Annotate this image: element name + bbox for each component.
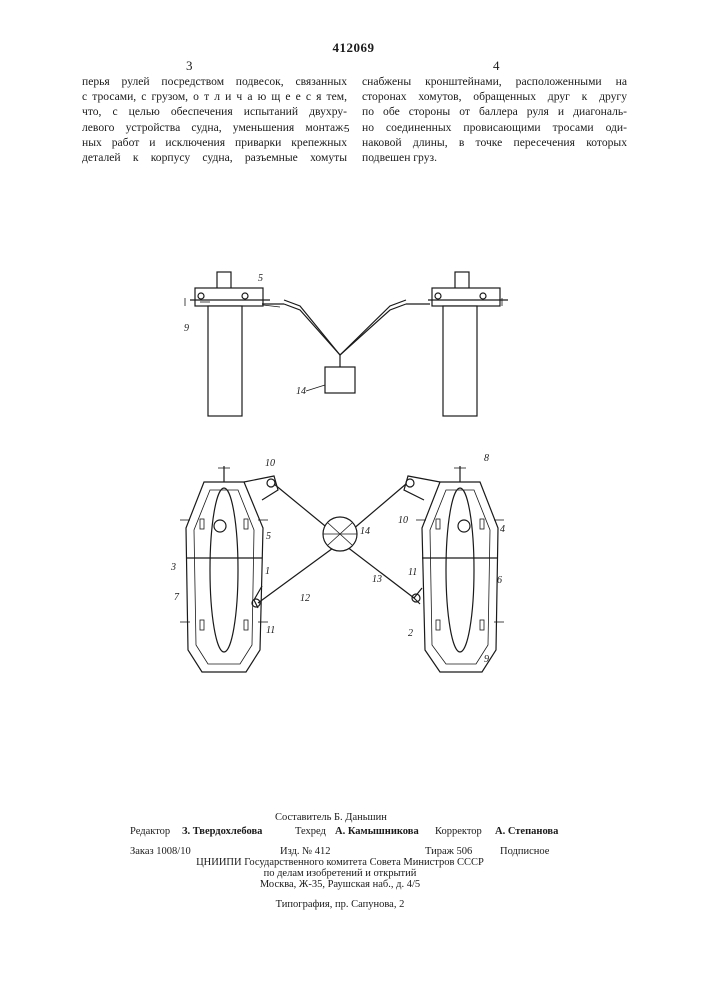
drawing-label: 3 bbox=[170, 562, 176, 573]
right-text-column: снабжены кронштейнами, расположенными на… bbox=[362, 74, 627, 165]
drawing-label: 9 bbox=[484, 654, 489, 665]
drawing-label: 9 bbox=[184, 323, 189, 334]
top-left-rudder bbox=[185, 272, 284, 416]
drawing-label: 8 bbox=[484, 453, 489, 464]
corrector-name: А. Степанова bbox=[495, 826, 558, 837]
drawing-label: 6 bbox=[497, 575, 502, 586]
drawing-label: 2 bbox=[408, 628, 413, 639]
printer-line: Типография, пр. Сапунова, 2 bbox=[125, 898, 555, 911]
top-cables bbox=[284, 300, 406, 393]
text-line: что, с целью обеспечения испытаний двухр… bbox=[82, 104, 347, 119]
drawing-label: 10 bbox=[265, 458, 275, 469]
top-right-rudder bbox=[406, 272, 508, 416]
bottom-brackets-and-cables bbox=[244, 476, 440, 608]
corrector-label: Корректор bbox=[435, 825, 482, 838]
patent-number: 412069 bbox=[0, 40, 707, 56]
drawing-label: 5 bbox=[266, 531, 271, 542]
drawing-label: 12 bbox=[300, 593, 310, 604]
bottom-right-clamp bbox=[416, 466, 504, 672]
text-line: снабжены кронштейнами, расположенными на bbox=[362, 74, 627, 89]
text-line: с тросами, с грузом, о т л и ч а ю щ е е… bbox=[82, 89, 347, 104]
drawing-label: 11 bbox=[408, 567, 417, 578]
technical-drawing: 5 9 14 bbox=[0, 250, 707, 710]
drawing-label: 10 bbox=[398, 515, 408, 526]
techred-label: Техред bbox=[295, 825, 326, 838]
line-number-marker: 5 bbox=[344, 123, 350, 135]
text-line: наковой длины, в точке пересечения котор… bbox=[362, 135, 627, 150]
drawing-label: 11 bbox=[266, 625, 275, 636]
text-line: левого устройства судна, уменьшения монт… bbox=[82, 120, 347, 135]
text-line: сторонах хомутов, обращенных друг к друг… bbox=[362, 89, 627, 104]
drawing-label: 4 bbox=[500, 524, 505, 535]
drawing-label: 13 bbox=[372, 574, 382, 585]
bottom-left-clamp bbox=[180, 466, 268, 672]
org-address: Москва, Ж-35, Раушская наб., д. 4/5 bbox=[125, 878, 555, 891]
drawing-label: 1 bbox=[265, 566, 270, 577]
left-text-column: перья рулей посредством подвесок, связан… bbox=[82, 74, 347, 165]
editor-label: Редактор bbox=[130, 825, 170, 838]
editor-name: З. Твердохлебова bbox=[182, 826, 262, 837]
drawing-label: 7 bbox=[174, 592, 180, 603]
text-line: перья рулей посредством подвесок, связан… bbox=[82, 74, 347, 89]
compiler-line: Составитель Б. Даньшин bbox=[275, 811, 387, 824]
text-line: деталей к корпусу судна, разъемные хомут… bbox=[82, 150, 347, 165]
drawing-label: 14 bbox=[360, 526, 370, 537]
techred-name: А. Камышникова bbox=[335, 826, 419, 837]
imprint-block: Составитель Б. Даньшин Редактор З. Тверд… bbox=[125, 811, 625, 912]
text-line: подвешен груз. bbox=[362, 150, 627, 165]
drawing-label: 5 bbox=[258, 273, 263, 284]
right-column-number: 4 bbox=[493, 58, 500, 74]
text-line: ных работ и исключения приварки крепежны… bbox=[82, 135, 347, 150]
drawing-label: 14 bbox=[296, 386, 306, 397]
text-line: но соединенных провисающими тросами оди- bbox=[362, 120, 627, 135]
text-line: по обе стороны от баллера руля и диагона… bbox=[362, 104, 627, 119]
left-column-number: 3 bbox=[186, 58, 193, 74]
